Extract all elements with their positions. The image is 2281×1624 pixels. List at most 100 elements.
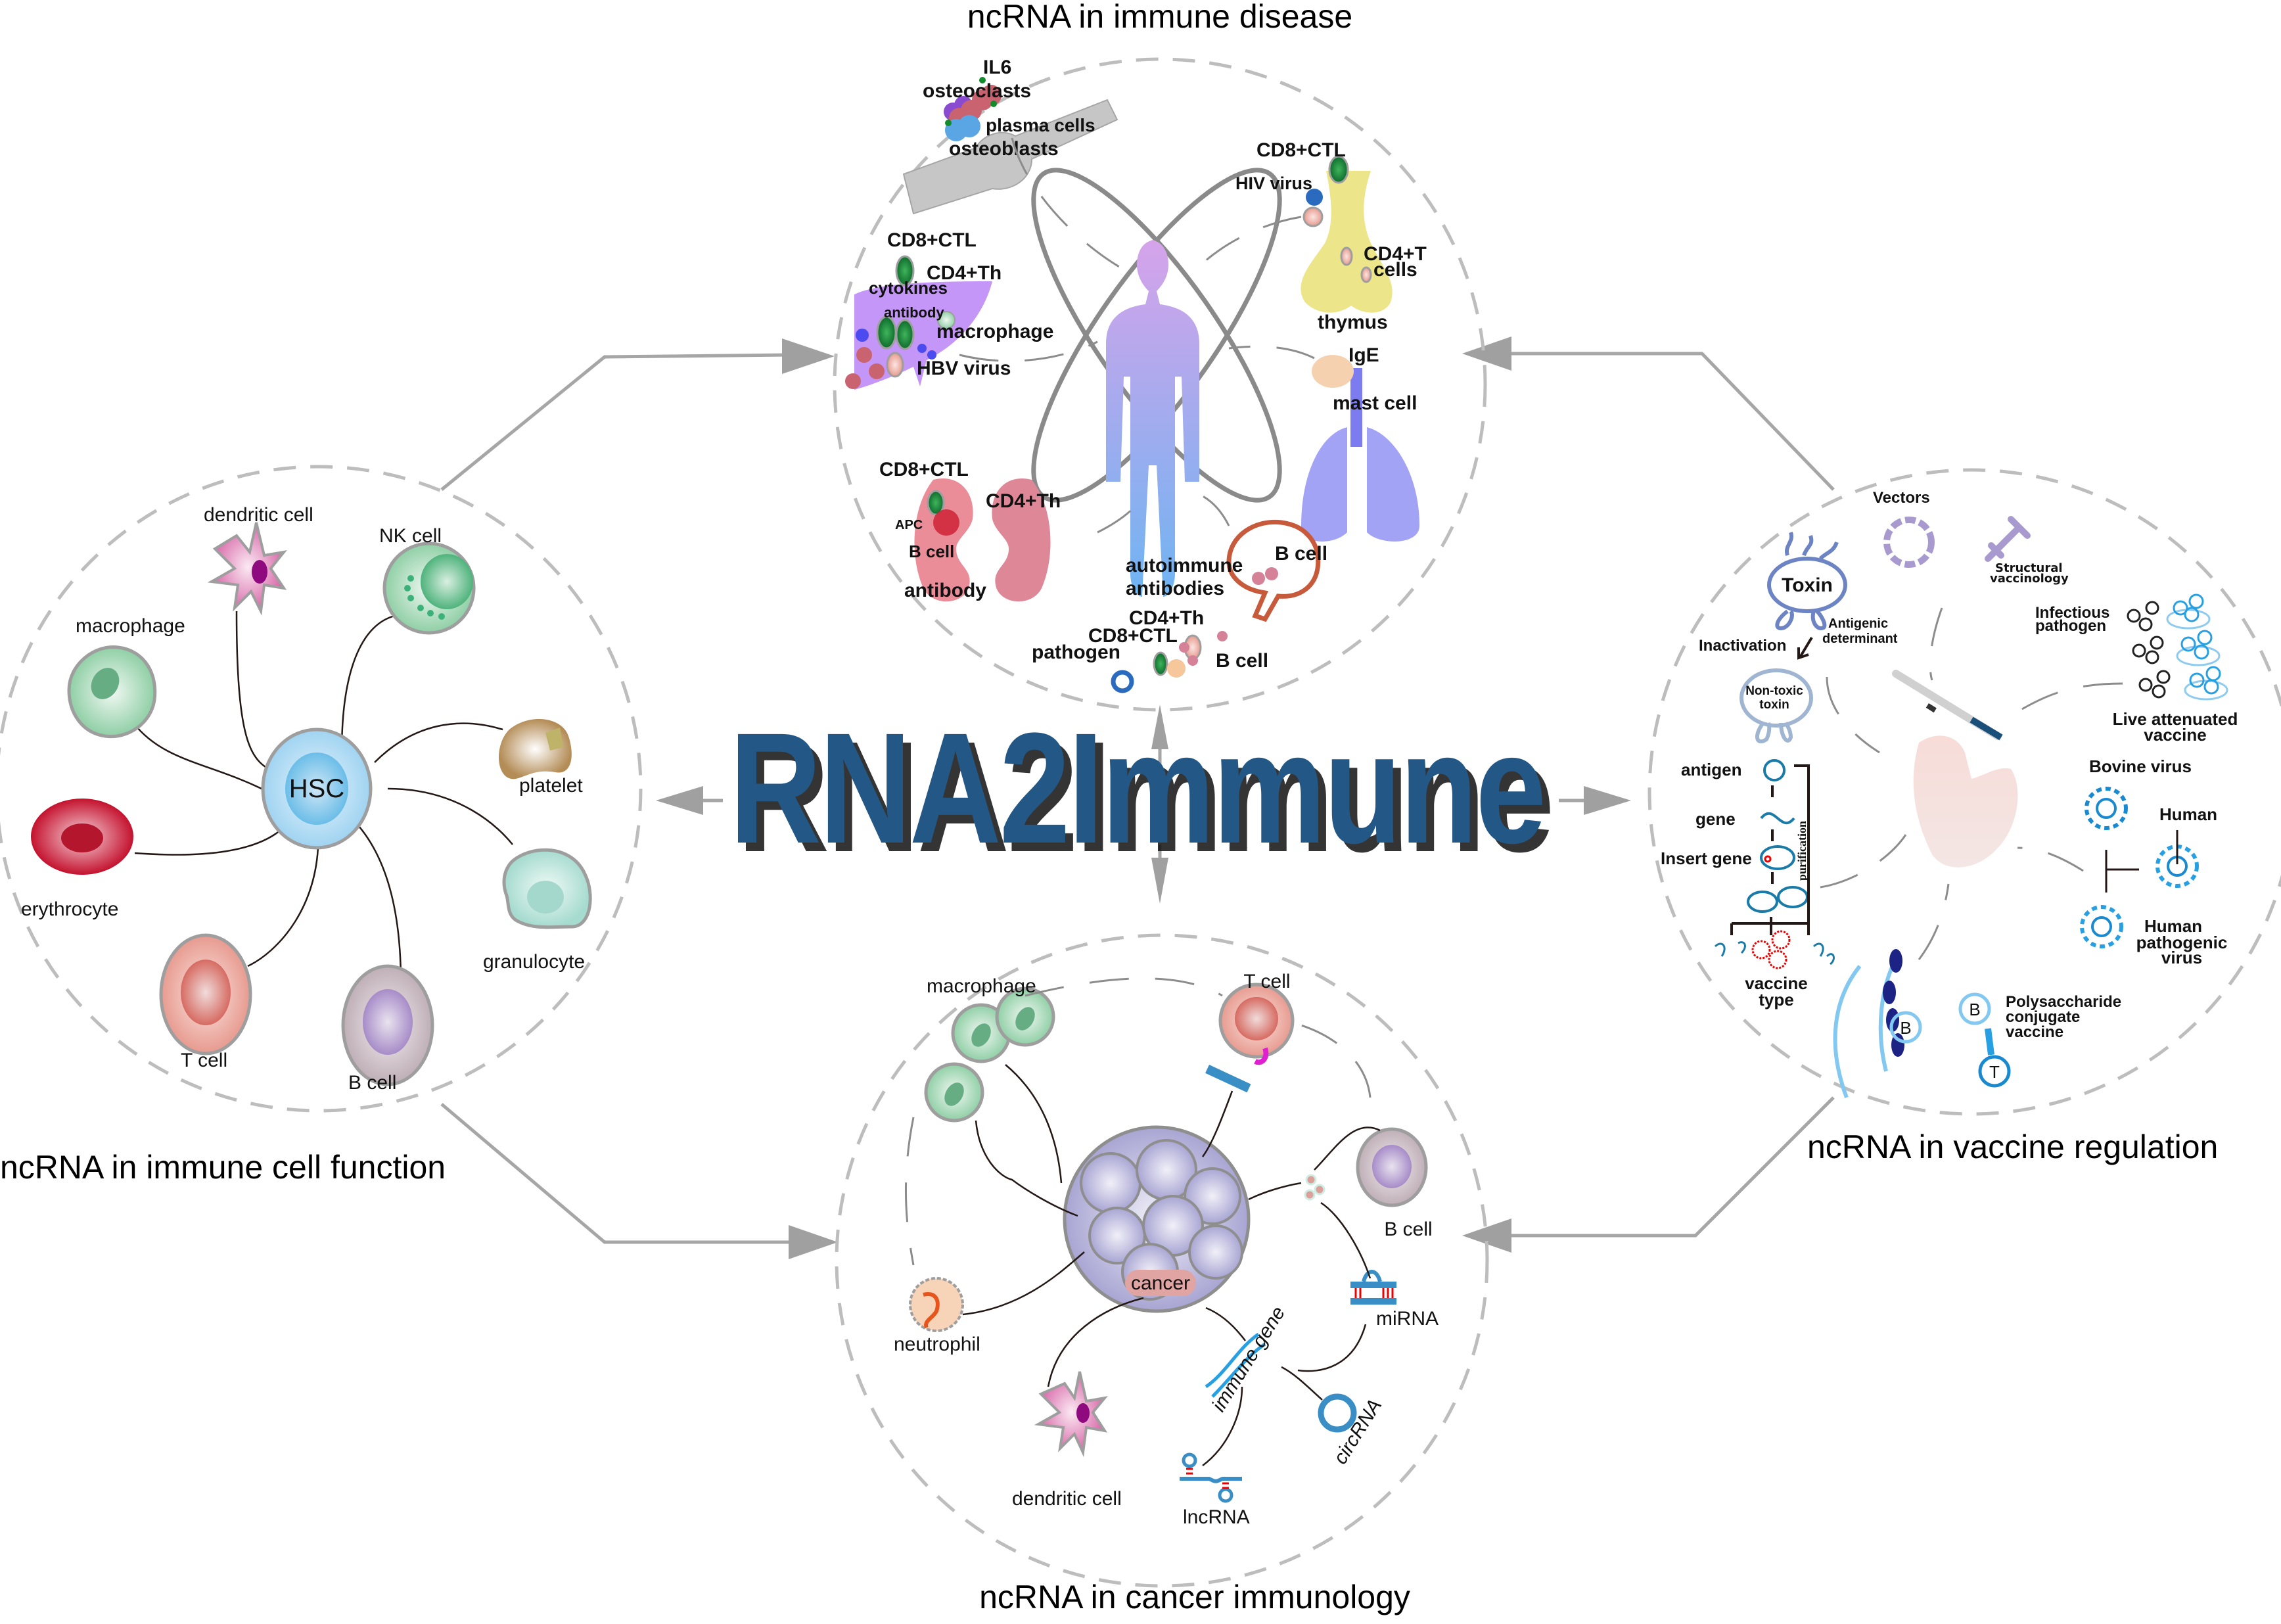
label-b-2: B <box>1969 1000 1980 1019</box>
flow-arrow <box>959 340 1098 362</box>
label-live-attenuated: Live attenuated <box>2113 709 2238 729</box>
syringe-icon <box>1892 670 2003 741</box>
flow-arrow <box>1195 216 1302 271</box>
label-cytokines: cytokines <box>869 278 948 298</box>
section-immune-disease: ncRNA in immune disease IL6 osteoclasts … <box>833 0 1487 712</box>
label-conjugate: conjugate <box>2006 1008 2080 1026</box>
section-title-vaccine-regulation: ncRNA in vaccine regulation <box>1807 1128 2218 1165</box>
label-vectors: Vectors <box>1873 489 1930 507</box>
label-il6: IL6 <box>983 57 1011 78</box>
erythrocyte-icon <box>31 799 133 875</box>
label-macrophage-liver: macrophage <box>936 321 1053 342</box>
label-live-vaccine: vaccine <box>2144 725 2206 745</box>
section-title-immune-disease: ncRNA in immune disease <box>967 0 1352 35</box>
main-title-text: RNA2Immune <box>729 700 1544 876</box>
label-cd4-th-liver: CD4+Th <box>927 262 1002 284</box>
t-cell-icon <box>159 933 252 1056</box>
arrowhead-icon <box>1462 1218 1511 1253</box>
flow-arrow <box>1301 1024 1371 1098</box>
label-b-cell-pathogen: B cell <box>1216 650 1268 672</box>
label-b-cell-brain: B cell <box>1275 543 1327 565</box>
section-title-cancer-immunology: ncRNA in cancer immunology <box>979 1579 1410 1615</box>
flow-arrow <box>1195 492 1230 526</box>
label-antibody-liver: antibody <box>884 304 944 321</box>
label-vaccinology: vaccinology <box>1990 572 2069 586</box>
liver-icon <box>845 255 992 390</box>
label-infectious: Infectious <box>2035 604 2109 622</box>
flow-arrow <box>1820 834 1907 889</box>
flow-arrow <box>2020 682 2123 711</box>
label-pathogen: pathogen <box>1032 641 1120 663</box>
arrowhead-icon <box>1584 786 1631 815</box>
b-cell-cancer-icon <box>1304 1127 1428 1207</box>
dendritic-cell-cancer-icon <box>1034 1371 1108 1458</box>
flow-arrow <box>1097 496 1145 534</box>
label-b-cell: B cell <box>348 1072 396 1094</box>
label-neutrophil: neutrophil <box>894 1334 980 1355</box>
neutrophil-icon <box>909 1277 964 1332</box>
kidney-icon <box>914 478 1051 602</box>
flow-arrow <box>904 1117 915 1266</box>
label-t-cell: T cell <box>181 1050 227 1071</box>
main-title-shadow: RNA2Immune <box>737 708 1552 885</box>
label-macrophage: macrophage <box>76 615 185 637</box>
label-purification: purification <box>1795 821 1809 881</box>
label-virus: virus <box>2161 948 2202 967</box>
label-ige: IgE <box>1348 344 1379 366</box>
arm-icon <box>1913 735 2018 868</box>
structural-syringe-icon <box>1985 516 2031 562</box>
dashed-boundary <box>0 465 643 1113</box>
label-macrophage-cancer: macrophage <box>927 975 1036 997</box>
label-osteoclasts: osteoclasts <box>923 80 1031 102</box>
section-cancer-immunology: ncRNA in cancer immunology cancer macrop… <box>835 933 1489 1615</box>
arrowhead-icon <box>789 1225 838 1259</box>
label-cd4-t: CD4+T <box>1364 243 1427 265</box>
macrophage-cluster-icon <box>924 986 1055 1123</box>
label-determinant: determinant <box>1822 632 1898 646</box>
label-cd8-ctl-kidney: CD8+CTL <box>879 459 969 480</box>
dashed-boundary <box>1647 468 2281 1116</box>
mirna-icon <box>1350 1270 1396 1305</box>
section-immune-cell-function: ncRNA in immune cell function HSC dendri… <box>0 465 643 1186</box>
label-insert-gene: Insert gene <box>1661 848 1752 868</box>
inactivation-arrow-icon <box>1797 636 1813 660</box>
label-cd8-ctl-pathogen: CD8+CTL <box>1088 625 1178 647</box>
recombinant-pathway-icons <box>1714 759 1835 969</box>
label-granulocyte: granulocyte <box>483 951 585 973</box>
label-antigen: antigen <box>1681 760 1741 779</box>
label-plasma-cells: plasma cells <box>986 115 1095 135</box>
label-toxin-2: toxin <box>1759 698 1789 712</box>
arrowhead-icon <box>782 338 835 374</box>
b-cell-icon <box>341 964 434 1086</box>
t-cell-cancer-icon <box>1205 983 1295 1093</box>
label-apc: APC <box>895 518 923 532</box>
label-b-cell-kidney: B cell <box>909 542 954 561</box>
label-thymus: thymus <box>1318 312 1388 333</box>
label-pathogen-vaccine: pathogen <box>2035 617 2106 635</box>
label-antibodies: antibodies <box>1126 578 1224 599</box>
human-body-icon <box>1031 168 1282 597</box>
label-immune-gene: immune gene <box>1208 1303 1289 1416</box>
dashed-boundary <box>833 57 1487 712</box>
flow-arrow <box>1918 883 1950 960</box>
label-human: Human <box>2159 804 2217 824</box>
lncrna-icon <box>1180 1452 1242 1503</box>
label-erythrocyte: erythrocyte <box>21 898 118 920</box>
live-attenuated-pathogen-icons <box>2127 593 2228 701</box>
connector-vaccine-to-disease <box>1505 352 1835 491</box>
label-structural: Structural <box>1995 561 2063 575</box>
non-toxic-toxin-icon <box>1740 668 1813 744</box>
circrna-icon <box>1318 1393 1357 1433</box>
label-osteoblasts: osteoblasts <box>949 138 1059 160</box>
label-cells: cells <box>1373 259 1417 281</box>
label-cancer: cancer <box>1131 1272 1190 1294</box>
label-type: type <box>1759 990 1793 1009</box>
label-b-cell-cancer: B cell <box>1384 1218 1432 1240</box>
label-mirna: miRNA <box>1376 1308 1439 1330</box>
label-antibody-kidney: antibody <box>904 580 986 601</box>
bone-icon <box>902 77 1118 215</box>
flow-arrow <box>1826 676 1880 754</box>
hsc-cell-icon <box>261 728 373 850</box>
lung-icon <box>1301 355 1419 542</box>
